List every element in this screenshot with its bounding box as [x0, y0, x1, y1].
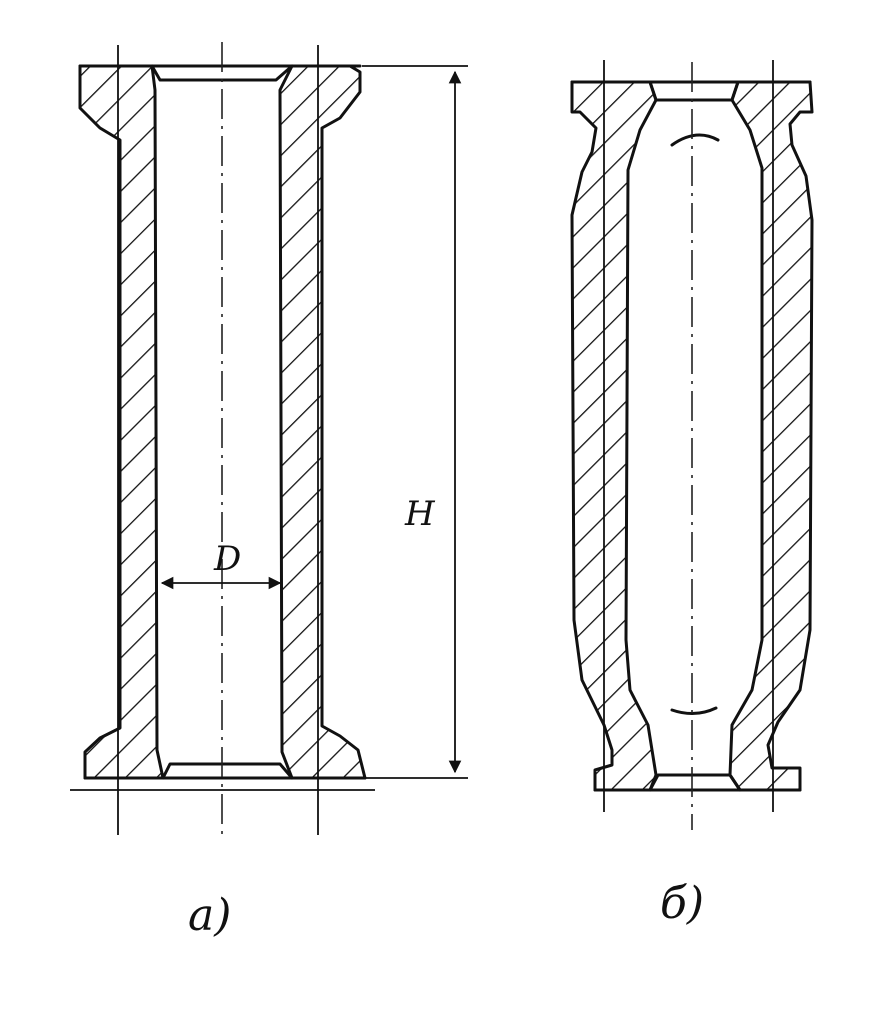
dimension-h-label: H: [404, 494, 436, 534]
liner-b-lower-arc: [670, 706, 718, 715]
liner-a-top-chamfer: [150, 64, 294, 82]
liner-a-bottom-chamfer: [161, 762, 294, 780]
caption-b: б): [660, 878, 704, 929]
liner-straight-figure: [70, 42, 375, 840]
dimension-h: [362, 65, 468, 779]
liner-b-upper-arc: [670, 133, 720, 147]
liner-b-left-wall: [570, 80, 658, 792]
liner-a-left-wall: [78, 64, 165, 780]
liner-a-right-wall: [278, 64, 367, 780]
dimension-d-label: D: [213, 539, 241, 579]
liner-barrel-figure: [570, 60, 814, 830]
liner-b-right-wall: [728, 80, 814, 792]
caption-a: a): [188, 890, 231, 941]
liner-b-top-chamfer: [648, 80, 740, 102]
liner-b-bottom-chamfer: [648, 773, 742, 792]
